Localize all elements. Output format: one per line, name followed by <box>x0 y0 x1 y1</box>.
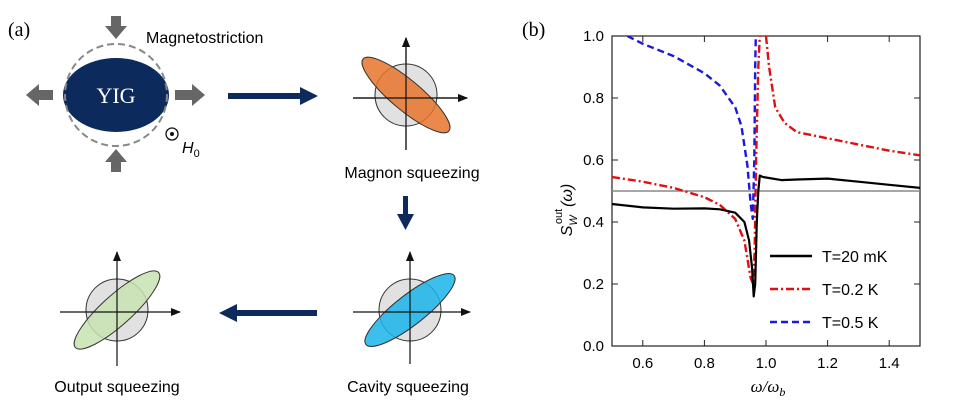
panel-b-tag: (b) <box>522 19 545 41</box>
field-dot-icon <box>170 132 174 136</box>
series-line <box>626 36 757 221</box>
force-arrow-bottom-icon <box>105 149 127 172</box>
cavity-squeezing-caption: Cavity squeezing <box>347 379 469 396</box>
series-line <box>612 36 761 286</box>
x-tick-label: 1.2 <box>817 355 838 372</box>
force-arrow-top-icon <box>105 16 127 39</box>
yig-dashed-circle <box>64 43 168 147</box>
y-tick-label: 0.2 <box>583 276 604 293</box>
y-tick-label: 0.0 <box>583 338 604 355</box>
output-phase-diagram <box>60 251 181 366</box>
magnon-squeezing-caption: Magnon squeezing <box>344 165 479 182</box>
panel-a-tag: (a) <box>8 19 30 41</box>
x-tick-label: 0.8 <box>694 355 715 372</box>
yig-label: YIG <box>96 83 135 108</box>
flow-arrows <box>219 87 414 322</box>
magnetostriction-label: Magnetostriction <box>146 30 263 47</box>
field-label: H0 <box>182 140 200 160</box>
x-tick-label: 0.6 <box>632 355 653 372</box>
field-symbol-icon <box>165 127 179 141</box>
y-tick-label: 0.8 <box>583 90 604 107</box>
x-axis-label: ω/ωb <box>751 377 786 399</box>
y-tick-label: 1.0 <box>583 28 604 45</box>
y-tick-label: 0.4 <box>583 214 604 231</box>
yig-sphere <box>63 58 169 132</box>
legend-label: T=20 mK <box>822 249 888 266</box>
force-arrow-right-icon <box>175 84 205 106</box>
series-line <box>612 174 920 298</box>
flow-arrow-left-icon <box>219 304 317 322</box>
flow-arrow-right-icon <box>228 87 318 105</box>
magnon-phase-diagram <box>353 37 468 150</box>
output-squeezing-caption: Output squeezing <box>54 379 179 396</box>
series-line <box>764 36 920 157</box>
legend-label: T=0.5 K <box>822 315 879 332</box>
cavity-phase-diagram <box>353 251 471 364</box>
y-tick-label: 0.6 <box>583 152 604 169</box>
y-axis-label: SWout(ω) <box>553 184 580 236</box>
force-arrow-left-icon <box>26 84 53 106</box>
panel-a: (a) Magnetostriction YIG H0 <box>8 16 480 396</box>
legend-label: T=0.2 K <box>822 282 879 299</box>
flow-arrow-down-icon <box>397 196 414 230</box>
x-tick-label: 1.4 <box>879 355 900 372</box>
force-arrows <box>26 16 205 172</box>
x-tick-label: 1.0 <box>756 355 777 372</box>
